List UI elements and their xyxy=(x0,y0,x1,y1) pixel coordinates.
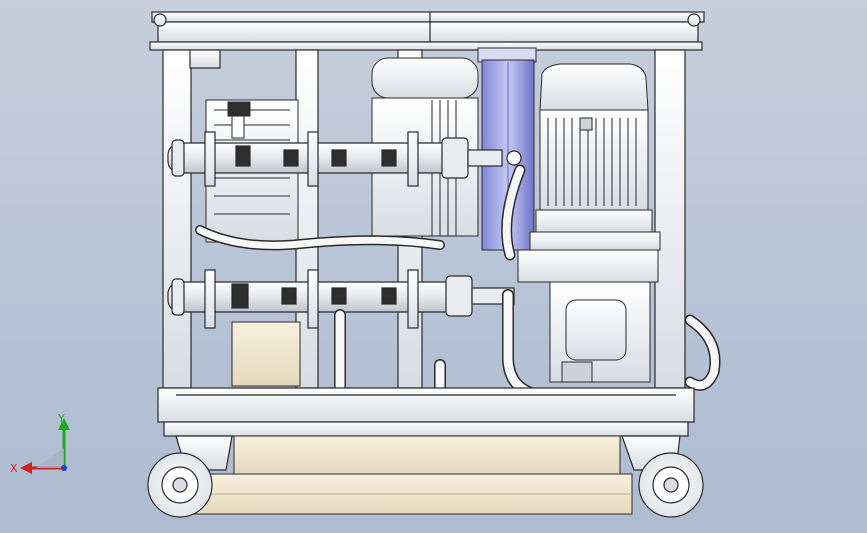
upper-manifold xyxy=(167,131,522,187)
x-axis-arrow-icon xyxy=(20,462,32,474)
left-caster-wheel xyxy=(147,435,233,518)
top-frame xyxy=(149,11,705,51)
coordinate-triad: Y X xyxy=(10,412,70,475)
y-axis-arrow-icon xyxy=(58,418,70,430)
upper-clamps xyxy=(204,131,419,187)
lower-valves xyxy=(231,283,397,309)
right-caster-wheel xyxy=(621,435,704,518)
triad-plane xyxy=(36,448,64,468)
electric-motor xyxy=(529,63,661,251)
y-axis-label: Y xyxy=(57,412,65,425)
x-axis-label: X xyxy=(10,462,18,475)
lower-manifold xyxy=(167,269,515,329)
upper-valves xyxy=(235,145,397,167)
lower-pump xyxy=(231,249,659,387)
skid-base xyxy=(189,435,633,515)
lower-clamps xyxy=(204,269,419,329)
base-frame xyxy=(157,387,695,437)
z-axis-dot xyxy=(61,465,67,471)
